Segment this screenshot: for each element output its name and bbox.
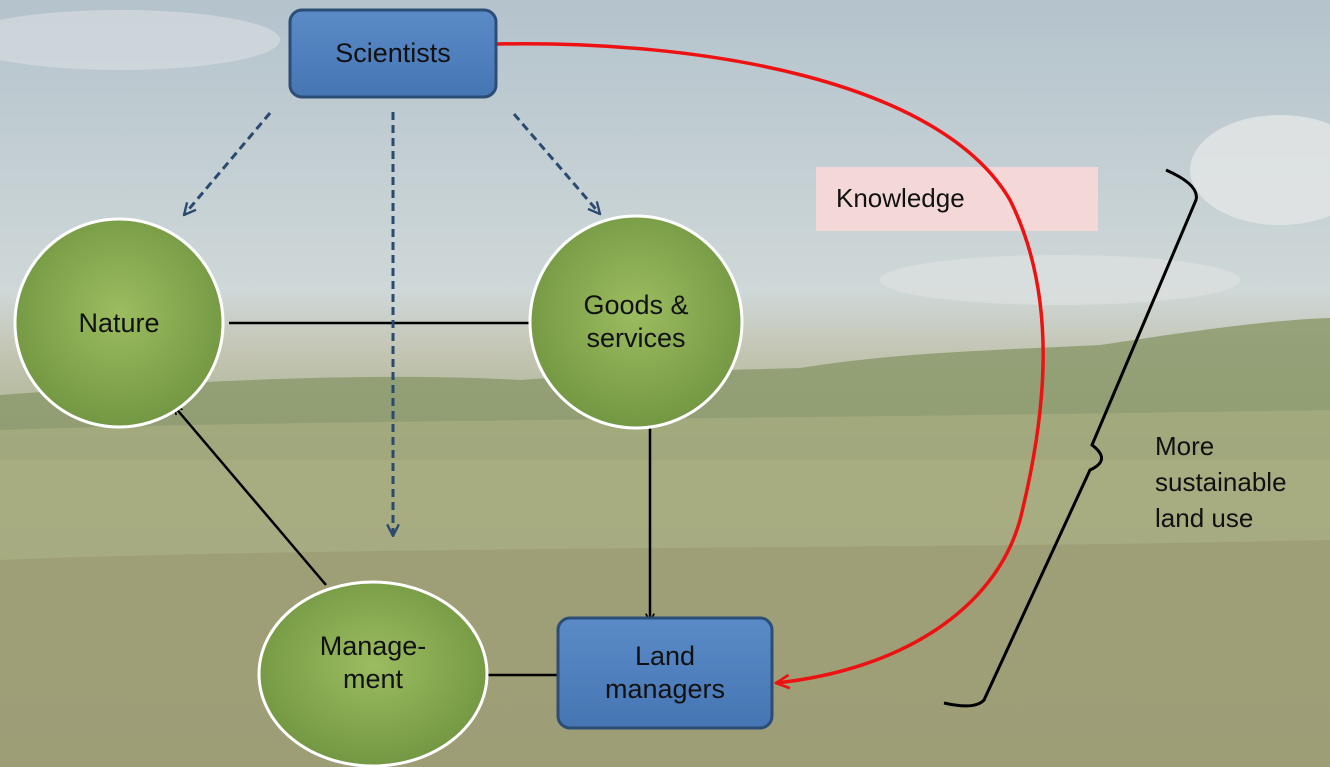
sustainable-land-use-label: More sustainable land use (1155, 431, 1287, 533)
dashed-link-scientists-to-goods (512, 113, 600, 214)
land-managers-label: Land managers (604, 641, 726, 704)
management-label: Manage- ment (319, 631, 427, 694)
scientists-node (288, 8, 498, 99)
scientists-label: Scientists (335, 38, 451, 68)
nature-label: Nature (78, 307, 160, 338)
knowledge-link (495, 41, 1045, 683)
link-management-to-nature (174, 406, 327, 586)
bracket-sustainable-land-use (943, 168, 1198, 708)
goods-services-node (528, 214, 744, 430)
goods-services-label: Goods & services (583, 290, 689, 353)
knowledge-label-box (816, 167, 1098, 231)
management-node (257, 580, 489, 767)
dashed-link-scientists-to-nature (184, 112, 272, 215)
nature-node (13, 217, 225, 429)
knowledge-label: Knowledge (836, 183, 965, 213)
land-managers-node (556, 616, 774, 730)
